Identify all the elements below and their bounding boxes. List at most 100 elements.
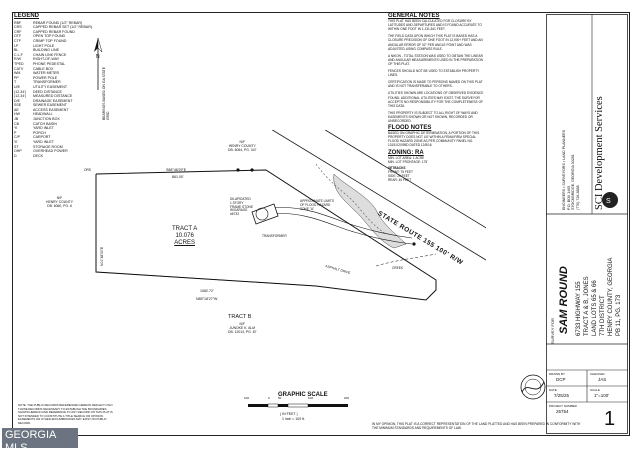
setback-line: SIDE: 20 FEET <box>388 174 410 178</box>
bearing-south: N85°18'27"W <box>196 297 218 301</box>
scale-tick-label: 100 <box>244 396 250 400</box>
checked-value: JAS <box>598 377 607 382</box>
legend-abbr: ST <box>14 144 19 149</box>
certification-statement: IN MY OPINION, THIS PLAT IS A CORRECT RE… <box>372 422 581 430</box>
scale-tick-label: 200 <box>344 396 350 400</box>
legend-abbr: OTF <box>14 34 22 39</box>
legend-desc: OPEN TOP FOUND <box>33 34 66 39</box>
setback-line: REAR: 40 FEET <box>388 178 412 183</box>
legend-abbr: YI <box>14 126 18 131</box>
legend-desc: TRANSFORMER <box>33 80 61 85</box>
dilapidated-line: DILAPIDATED <box>230 197 251 201</box>
tract-a-area: 10.076 <box>175 233 194 239</box>
scale-tick-label: 50 <box>278 396 282 400</box>
legend-abbr: T <box>14 80 17 85</box>
flood-limit-line <box>315 163 387 235</box>
flood-zone-area <box>333 173 407 249</box>
plat-reference: PB 11, PG. 173 <box>616 294 622 336</box>
transformer-label: TRANSFORMER <box>262 234 287 238</box>
legend-desc: HEADWALL <box>33 112 53 117</box>
sheet-number: 1 <box>604 408 616 430</box>
general-notes-list: THIS PLAT HAS BEEN CALCULATED FOR CLOSUR… <box>388 19 484 123</box>
legend-abbr: R/W <box>14 57 21 62</box>
creek-line <box>375 253 437 267</box>
owner-west-name: HENRY COUNTY <box>46 200 74 205</box>
distance-south: 1082.72' <box>200 289 214 293</box>
scale-tick-label: 0 <box>268 396 270 400</box>
survey-map <box>95 130 486 301</box>
legend-abbr: PP <box>14 75 19 80</box>
general-notes-title: GENERAL NOTES <box>388 13 440 19</box>
legend-desc: CATCH BASIN <box>33 121 57 126</box>
title-block-frame: S <box>546 14 628 434</box>
company-name: SCI Development Services <box>594 96 605 210</box>
scale-label: SCALE <box>590 388 600 392</box>
legend-abbr: YI <box>14 140 18 145</box>
flood-limit-line-text: ZONE "A" <box>300 206 315 211</box>
tract-b-label: TRACT B <box>228 314 252 320</box>
legend-abbr: BL <box>14 48 19 53</box>
owner-south: N/F JUNOKE K. ALM DB. 12014, PG. 87 <box>228 322 256 335</box>
legend-desc: UTILITY EASEMENT <box>33 84 68 89</box>
legend-abbr: P <box>14 130 17 135</box>
scale-unit: ( IN FEET ) <box>280 412 298 416</box>
legend-abbr: WM <box>14 71 21 76</box>
legend-desc: LIGHT POLE <box>33 43 55 48</box>
svg-text:S: S <box>606 198 611 205</box>
owner-south-name: JUNOKE K. ALM <box>229 326 256 331</box>
setback-line: FRONT: 75 FEET <box>388 169 413 174</box>
general-note: A NIKON - TOTAL STATION WAS USED TO OBTA… <box>388 53 483 66</box>
zoning-line: MIN. LOT FRONTAGE: 175' <box>388 159 428 164</box>
legend-desc: CRIMP TOP FOUND <box>33 38 67 43</box>
survey-for-label: SURVEY FOR <box>550 318 555 344</box>
legend-desc: PHONE PEDESTAL <box>33 61 66 66</box>
distance-north: 861.00' <box>172 175 184 179</box>
date-value: 7/25/25 <box>554 393 570 398</box>
district-line: 7TH DISTRICT <box>600 295 606 336</box>
legend-abbr: (12,34') <box>14 94 27 99</box>
legend-desc: CAPPED REBAR FOUND <box>33 29 75 34</box>
legend-abbr: U/E <box>14 84 20 89</box>
legend-row: U/E UTILITY EASEMENT <box>14 85 94 90</box>
legend-abbr: C/P <box>14 135 20 140</box>
general-note: UTILITIES SHOWN ARE LOCATIONS OF OBSERVE… <box>388 91 484 108</box>
legend-desc: SEWER EASEMENT <box>33 103 67 108</box>
legend-row: (12,34')MEASURED DISTANCE <box>14 94 94 99</box>
legend-desc: PORCH <box>33 130 46 135</box>
general-notes: GENERAL NOTES THIS PLAT HAS BEEN CALCULA… <box>388 13 484 182</box>
legend-row: ST STORAGE ROOM <box>14 145 94 150</box>
scale-bar <box>248 403 348 408</box>
bearing-north: S88°46'29"E <box>166 168 187 172</box>
legend-abbr: D <box>14 153 17 158</box>
legend-desc: REBAR FOUND (1/2" REBAR) <box>33 20 83 25</box>
legend-abbr: (12,34') <box>14 89 27 94</box>
highway-edge-south <box>324 130 486 229</box>
owner-south-nf: N/F <box>239 322 245 326</box>
legend-abbr: CTF <box>14 38 21 43</box>
checked-label: CHECKED <box>590 372 605 376</box>
power-pole-icon <box>250 168 254 172</box>
general-note: CERTIFICATION IS MADE TO PERSONS NAMED O… <box>388 80 483 89</box>
legend-desc: STORAGE ROOM <box>33 144 63 149</box>
project-value: 25754 <box>556 409 569 414</box>
owner-west-deed: DB. 6060, PG. 6 <box>47 204 72 209</box>
north-arrow-note: BEARINGS BASED ON GA STATE GRID <box>102 66 110 120</box>
owner-north-nf: N/F <box>239 140 245 144</box>
dilapidated-line: 1 STORY <box>230 200 244 205</box>
zoning-line: MIN. LOT AREA: 1 ACRE <box>388 155 425 160</box>
records-footnote: NOTE: THE PUBLIC RECORDS REFERENCED HERE… <box>18 403 113 425</box>
